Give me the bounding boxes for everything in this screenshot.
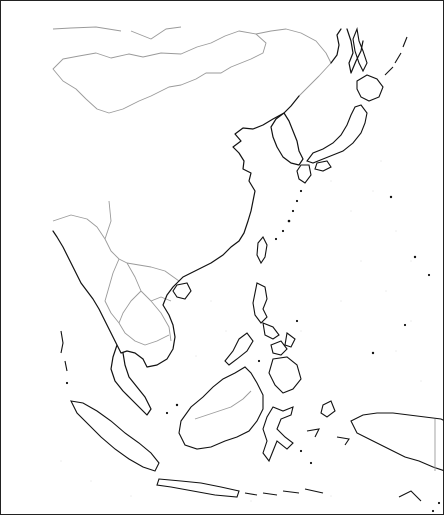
mainland-borders — [52, 200, 180, 346]
mongolia-border — [52, 30, 267, 114]
ryukyu-islands — [274, 189, 303, 241]
shikoku-island — [314, 160, 332, 172]
moluccas-islands — [299, 400, 350, 465]
sakhalin-island — [352, 26, 368, 73]
china-coast — [178, 95, 300, 282]
taiwan-island — [256, 236, 268, 265]
kuril-islands — [384, 36, 408, 76]
malay-peninsula — [52, 230, 152, 416]
philippines-islands — [224, 282, 302, 394]
small-islets — [165, 195, 441, 513]
hainan-island — [172, 282, 192, 300]
borneo-border — [194, 390, 252, 420]
java-island — [156, 478, 240, 498]
sumatra-island — [70, 400, 160, 472]
lesser-sunda-islands — [244, 488, 324, 496]
hokkaido-island — [356, 74, 384, 102]
new-guinea-island — [350, 412, 444, 472]
honshu-island — [306, 104, 368, 164]
andaman-islands — [60, 330, 69, 385]
borneo-island — [178, 366, 264, 450]
northern-border — [52, 26, 332, 97]
korea-peninsula — [270, 112, 304, 166]
indochina-coast — [142, 280, 180, 368]
sulawesi-island — [262, 406, 294, 463]
sea-texture — [60, 160, 422, 502]
russia-far-east-coast — [330, 28, 364, 74]
kyushu-island — [296, 164, 312, 184]
